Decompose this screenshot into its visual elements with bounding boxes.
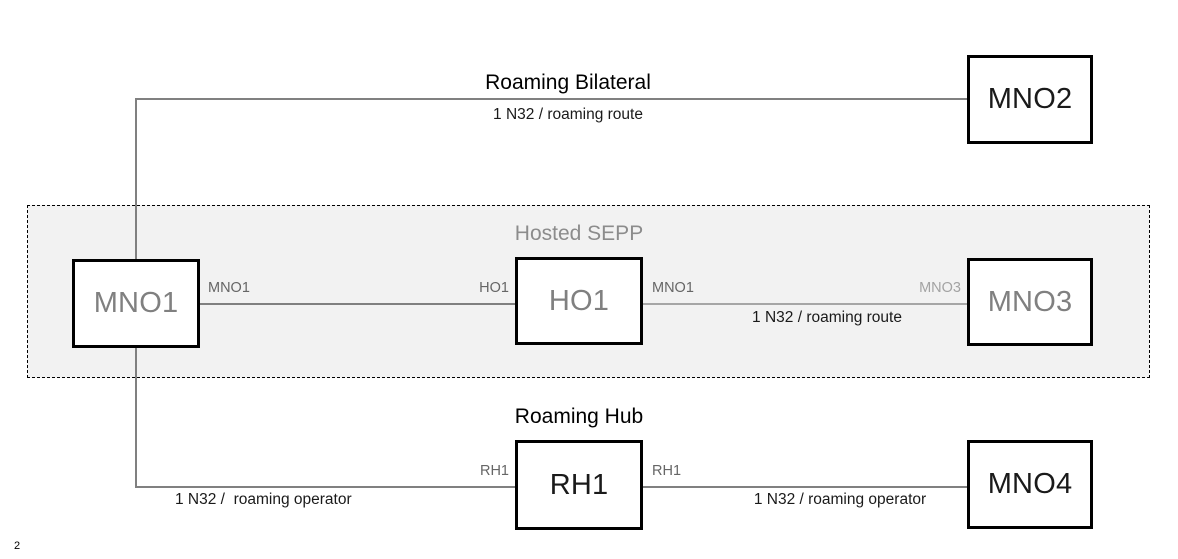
endpoint-label-ho1-left: HO1 xyxy=(479,280,509,296)
connector-ho1-mno3-horizontal xyxy=(643,303,967,305)
connector-rh1-mno4-horizontal xyxy=(643,486,967,488)
region-title-hosted-sepp: Hosted SEPP xyxy=(514,222,644,245)
endpoint-label-mno3-left: MNO3 xyxy=(919,280,961,296)
endpoint-label-mno1-to-ho1: MNO1 xyxy=(208,280,250,296)
group-title-roaming-hub: Roaming Hub xyxy=(514,405,644,428)
connector-mno1-rh1-horizontal xyxy=(135,486,515,488)
endpoint-label-ho1-right: MNO1 xyxy=(652,280,694,296)
edge-sublabel-ho1-mno3: 1 N32 / roaming route xyxy=(752,309,902,326)
connector-bilateral-horizontal xyxy=(135,98,967,100)
connector-mno1-ho1-horizontal xyxy=(200,303,515,305)
node-rh1[interactable]: RH1 xyxy=(515,440,643,530)
edge-sublabel-rh1-mno4: 1 N32 / roaming operator xyxy=(753,491,927,508)
node-mno3[interactable]: MNO3 xyxy=(967,258,1093,346)
endpoint-label-rh1-left: RH1 xyxy=(479,463,509,479)
node-mno2[interactable]: MNO2 xyxy=(967,55,1093,144)
edge-sublabel-bilateral: 1 N32 / roaming route xyxy=(493,106,643,123)
group-title-roaming-bilateral: Roaming Bilateral xyxy=(485,71,651,94)
node-ho1[interactable]: HO1 xyxy=(515,257,643,345)
node-mno1[interactable]: MNO1 xyxy=(72,259,200,348)
connector-mno1-up-vertical xyxy=(135,98,137,260)
page-number: 2 xyxy=(14,540,21,552)
edge-sublabel-mno1-rh1: 1 N32 / roaming operator xyxy=(175,491,352,508)
node-mno4[interactable]: MNO4 xyxy=(967,440,1093,529)
connector-mno1-down-vertical xyxy=(135,345,137,486)
endpoint-label-rh1-right: RH1 xyxy=(652,463,682,479)
